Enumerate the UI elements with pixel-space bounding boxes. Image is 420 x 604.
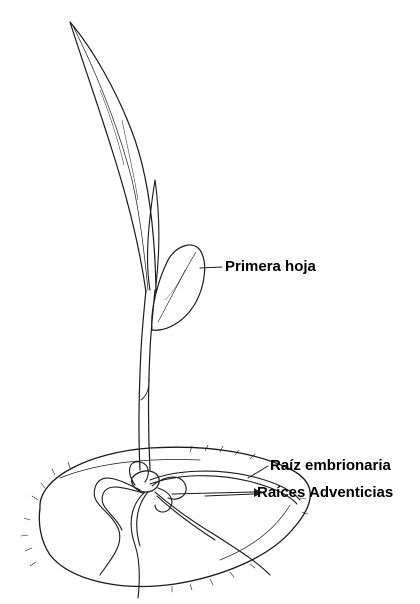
leader-line-primera-hoja [200, 267, 222, 268]
stem [139, 290, 155, 470]
leader-line-adventicias-1 [172, 492, 254, 494]
first-leaf [152, 245, 205, 330]
adventitious-roots [94, 462, 270, 598]
leader-line-adventicias-2 [205, 494, 254, 496]
main-leaf [70, 22, 156, 292]
label-primera-hoja: Primera hoja [225, 259, 316, 274]
label-raices-adventicias: Raíces Adventicias [257, 485, 393, 500]
label-raiz-embrionaria: Raíz embrionaria [270, 458, 391, 473]
leader-line-raiz-embrionaria [248, 466, 268, 478]
